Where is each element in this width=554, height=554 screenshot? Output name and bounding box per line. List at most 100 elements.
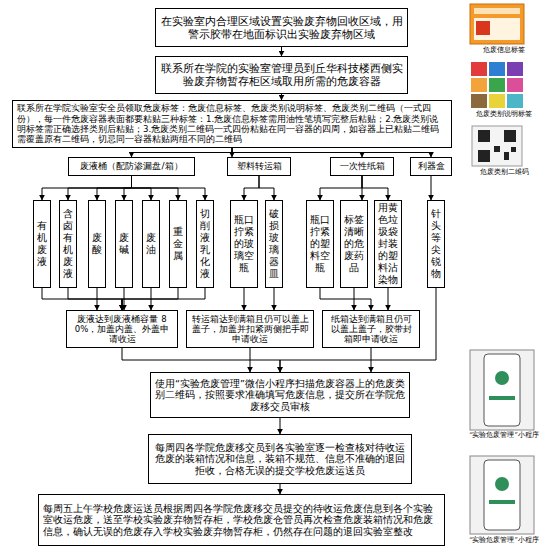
box-text: 含卤有机废液 — [62, 208, 74, 280]
label-picture-icon — [476, 21, 490, 35]
app-icon — [495, 477, 509, 491]
process-box: 使用“实验危废管理”微信小程序扫描危废容器上的危废类别二维码，按照要求准确填写危… — [150, 372, 410, 418]
box-text: 废液达到废液桶容量 80%，加盖内盖、外盖申请收运 — [71, 314, 173, 345]
flow-arrow — [320, 288, 371, 310]
phone-body — [484, 354, 520, 426]
app-button — [489, 396, 515, 400]
flow-arrow — [362, 176, 363, 200]
container-box: 一次性纸箱 — [330, 157, 394, 176]
grid-cell — [471, 94, 487, 108]
process-box: 在实验室内合理区域设置实验废弃物回收区域，用警示胶带在地面标识出实验废弃物区域 — [155, 8, 408, 47]
box-text: 重金属 — [172, 226, 184, 262]
flow-arrow — [244, 288, 245, 310]
waste-item-box: 标签清晰的危废药品 — [340, 200, 368, 288]
screenshot-frame — [470, 350, 534, 430]
picture-caption: “实验危废管理”小程序 — [462, 537, 546, 545]
box-text: 塑料转运箱 — [232, 161, 286, 172]
box-text: 联系所在学院实验室安全员领取危废标签：危废信息标签、危废类别说明标签、危废类别二… — [17, 103, 447, 144]
flow-arrow — [281, 47, 282, 56]
box-text: 有机废液 — [36, 220, 48, 268]
flow-arrow — [68, 176, 132, 200]
box-text: 一次性纸箱 — [335, 161, 389, 172]
container-box: 废液桶（配防渗漏盘/箱） — [68, 157, 195, 176]
label-picture — [470, 4, 524, 44]
flow-arrow — [132, 148, 233, 157]
flow-arrow — [431, 176, 432, 200]
process-box: 转运箱达到满箱且仍可以盖上盖子，加盖并扣紧两侧把手即申请收运 — [186, 310, 314, 348]
box-text: 废油 — [145, 232, 157, 256]
box-text: 标签清晰的危废药品 — [343, 214, 365, 274]
process-box: 每周四各学院危废移交员到各实验室逐一检查核对待收运危废的装箱情况和信息，装箱不规… — [148, 434, 412, 484]
flow-arrow — [122, 288, 205, 310]
flow-arrow — [122, 348, 280, 372]
waste-item-box: 重金属 — [169, 200, 187, 288]
flow-arrow — [280, 418, 281, 434]
flow-arrow — [232, 148, 431, 157]
waste-item-box: 废油 — [142, 200, 160, 288]
flow-arrow — [274, 288, 275, 310]
qr-block — [511, 147, 516, 152]
process-box: 联系所在学院实验室安全员领取危废标签：危废信息标签、危废类别说明标签、危废类别二… — [12, 100, 452, 148]
flow-arrow — [280, 484, 281, 494]
box-text: 在实验室内合理区域设置实验废弃物回收区域，用警示胶带在地面标识出实验废弃物区域 — [160, 15, 403, 40]
process-box: 每周五上午学校危废运送员根据周四各学院危废移交员提交的待收运危废信息到各个实验室… — [38, 494, 445, 546]
picture-caption: 危废类别二维码 — [462, 169, 546, 177]
flow-arrow — [259, 176, 274, 200]
waste-item-box: 有机废液 — [33, 200, 51, 288]
box-text: 瓶口拧紧的塑料空瓶 — [309, 214, 331, 274]
flow-arrow — [244, 176, 259, 200]
qr-block — [478, 150, 490, 162]
waste-item-box: 废碱 — [115, 200, 133, 288]
flow-arrow — [42, 176, 132, 200]
box-text: 废液桶（配防渗漏盘/箱） — [73, 161, 190, 172]
flow-arrow — [354, 288, 355, 310]
box-text: 联系所在学院的实验室管理员到丘华科技楼西侧实验废弃物暂存柜区域取用所需的危废容器 — [160, 62, 403, 87]
phone-body — [484, 460, 520, 530]
waste-item-box: 破损玻璃器皿 — [265, 200, 283, 288]
grid-cell — [489, 94, 505, 108]
grid-cell — [471, 78, 487, 92]
container-box: 塑料转运箱 — [227, 157, 291, 176]
category-label-grid — [471, 62, 523, 108]
waste-item-box: 瓶口拧紧的玻璃空瓶 — [230, 200, 258, 288]
flow-arrow — [124, 288, 125, 310]
waste-item-box: 切削液乳化液 — [196, 200, 214, 288]
waste-item-box: 废酸 — [88, 200, 106, 288]
box-text: 利器盒 — [415, 161, 447, 172]
qr-block — [494, 146, 500, 152]
qr-block — [504, 130, 516, 142]
flow-arrow — [97, 288, 98, 310]
qr-block — [478, 130, 490, 142]
picture-caption: 危废信息标签 — [462, 47, 546, 55]
process-box: 联系所在学院的实验室管理员到丘华科技楼西侧实验废弃物暂存柜区域取用所需的危废容器 — [155, 56, 408, 94]
picture-caption: “实验危废管理”小程序 — [462, 432, 546, 440]
waste-item-box: 针头等尖锐物 — [427, 200, 445, 288]
box-text: 纸箱达到满箱且仍可以盖上盖子，胶带封箱即申请收运 — [327, 314, 415, 345]
grid-cell — [507, 62, 523, 76]
flow-arrow — [250, 348, 251, 372]
flow-arrow — [132, 176, 152, 200]
label-picture-band — [474, 8, 520, 14]
process-box: 纸箱达到满箱且仍可以盖上盖子，胶带封箱即申请收运 — [322, 310, 420, 348]
grid-cell — [489, 78, 505, 92]
screenshot-frame — [470, 456, 534, 534]
grid-cell — [507, 94, 523, 108]
box-text: 针头等尖锐物 — [430, 208, 442, 280]
flow-arrow — [42, 288, 122, 310]
phone-screenshot — [470, 350, 534, 430]
flow-arrow — [362, 176, 388, 200]
picture-caption: 危废类别说明标签 — [462, 111, 546, 119]
flow-arrow — [371, 348, 372, 372]
flow-arrow — [68, 288, 122, 310]
grid-cell — [507, 78, 523, 92]
box-text: 每周四各学院危废移交员到各实验室逐一检查核对待收运危废的装箱情况和信息，装箱不规… — [153, 442, 407, 476]
flow-arrow — [122, 288, 178, 310]
flow-arrow — [232, 148, 362, 157]
flow-arrow — [97, 176, 132, 200]
flow-arrow — [124, 176, 132, 200]
grid-cell — [471, 62, 487, 76]
flow-arrow — [132, 176, 179, 200]
flow-arrow — [388, 288, 389, 310]
phone-screenshot — [470, 456, 534, 534]
